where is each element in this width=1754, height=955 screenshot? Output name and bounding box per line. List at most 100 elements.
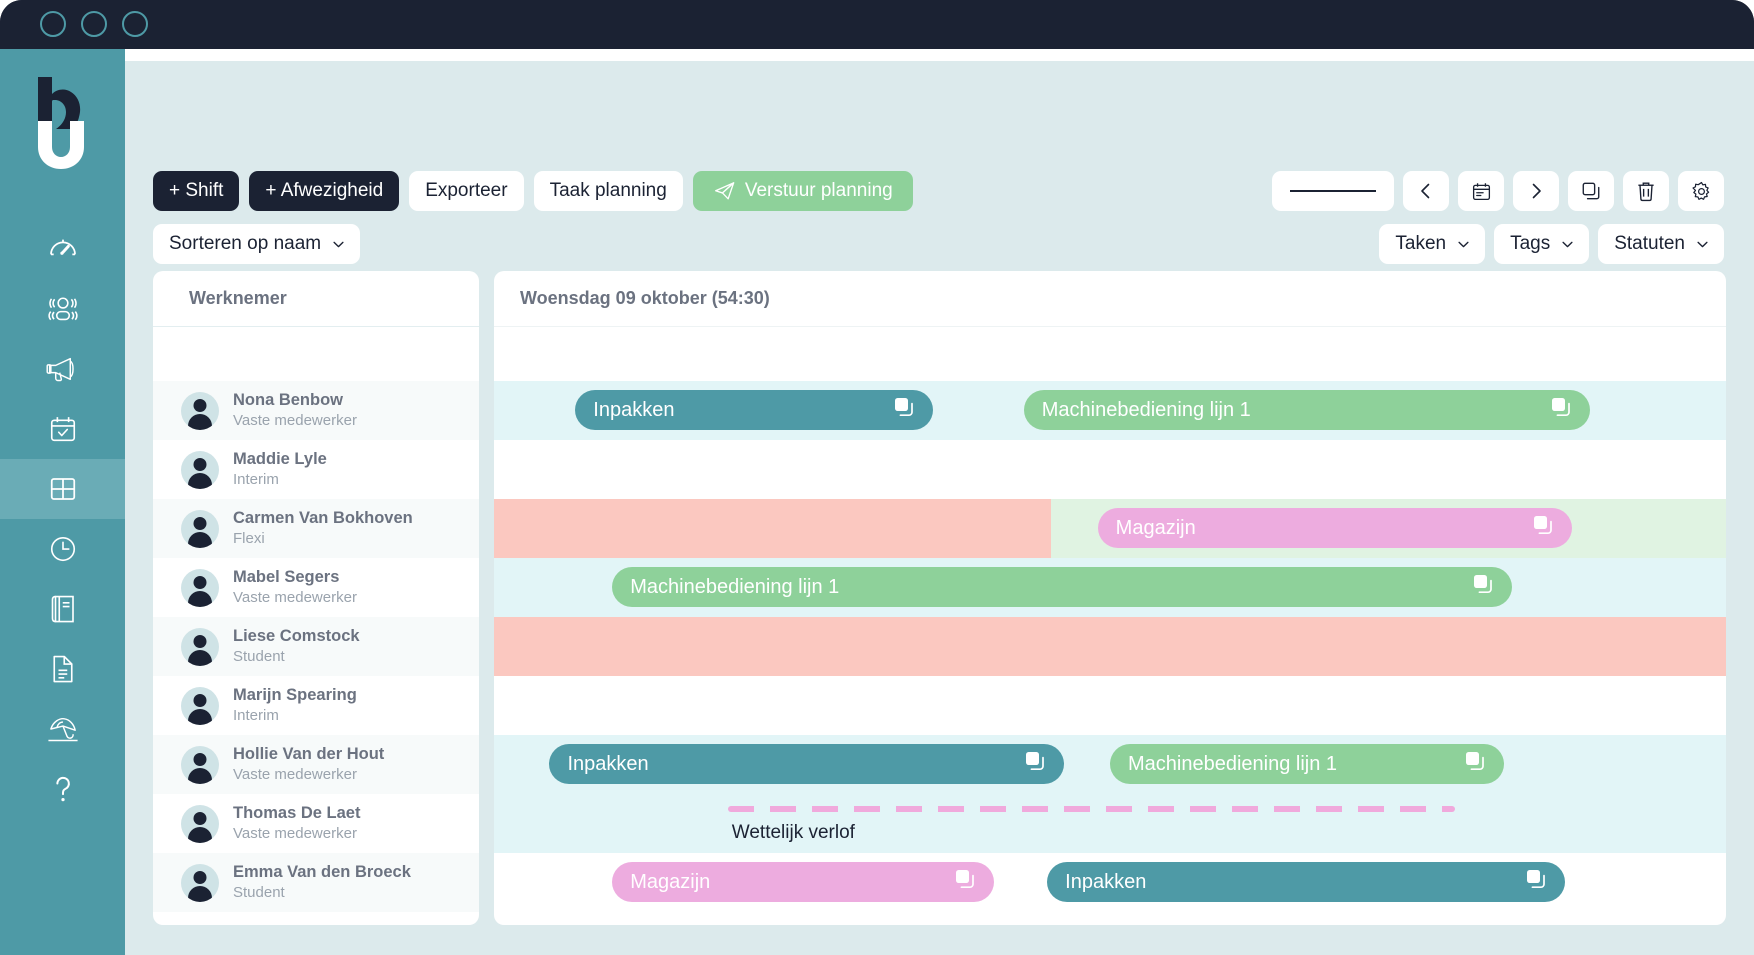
duplicate-button[interactable]: [1568, 171, 1614, 211]
shift-chip[interactable]: Machinebediening lijn 1: [1023, 390, 1591, 430]
copy-icon[interactable]: [954, 868, 976, 890]
task-planning-button[interactable]: Taak planning: [533, 171, 683, 211]
absence-block[interactable]: [494, 499, 1051, 558]
absence-label: Wettelijk verlof: [731, 822, 855, 843]
filter-taken[interactable]: Taken: [1379, 224, 1486, 264]
primary-toolbar: + Shift + Afwezigheid Exporteer Taak pla…: [153, 171, 913, 211]
sidebar-item-help[interactable]: [0, 759, 125, 819]
shift-chip[interactable]: Inpakken: [1047, 862, 1565, 902]
send-planning-button[interactable]: Verstuur planning: [692, 171, 913, 211]
add-absence-button[interactable]: + Afwezigheid: [249, 171, 400, 211]
calendar-picker-button[interactable]: [1458, 171, 1504, 211]
schedule-row[interactable]: [494, 676, 1726, 735]
sidebar-item-time-tracking[interactable]: [0, 519, 125, 579]
employee-role: Student: [233, 884, 285, 902]
sidebar-item-dashboard[interactable]: [0, 219, 125, 279]
employee-name: Hollie Van der Hout: [233, 745, 385, 764]
shift-chip[interactable]: Inpakken: [549, 744, 1065, 784]
schedule-row[interactable]: [494, 440, 1726, 499]
gear-icon: [1691, 181, 1709, 200]
schedule-day-header: Woensdag 09 oktober (54:30): [494, 271, 1726, 327]
employee-role: Flexi: [233, 530, 265, 548]
delete-button[interactable]: [1623, 171, 1669, 211]
schedule-track: [494, 617, 1726, 676]
chevron-down-icon: [1458, 241, 1469, 247]
copy-icon[interactable]: [1024, 750, 1046, 772]
absence-block[interactable]: [494, 617, 1726, 676]
schedule-track: Magazijn: [494, 499, 1726, 558]
schedule-row[interactable]: Machinebediening lijn 1: [494, 558, 1726, 617]
shift-chip[interactable]: Machinebediening lijn 1: [1110, 744, 1505, 784]
copy-icon[interactable]: [1472, 573, 1494, 595]
schedule-row[interactable]: Magazijn Inpakken: [494, 853, 1726, 912]
close-circle-icon[interactable]: [40, 11, 66, 37]
copy-icon[interactable]: [893, 396, 915, 418]
add-shift-button[interactable]: + Shift: [153, 171, 240, 211]
filter-statuten-label: Statuten: [1614, 233, 1685, 254]
planning-content: + Shift + Afwezigheid Exporteer Taak pla…: [125, 61, 1754, 955]
employee-role: Student: [233, 648, 285, 666]
schedule-row[interactable]: Inpakken Machinebediening lijn 1: [494, 735, 1726, 794]
export-button[interactable]: Exporteer: [409, 171, 524, 211]
sidebar-item-employees[interactable]: [0, 279, 125, 339]
employee-panel-spacer: [153, 327, 479, 381]
minimize-circle-icon[interactable]: [81, 11, 107, 37]
schedule-row[interactable]: Magazijn: [494, 499, 1726, 558]
next-period-button[interactable]: [1513, 171, 1559, 211]
sidebar-item-planning[interactable]: [0, 459, 125, 519]
settings-button[interactable]: [1678, 171, 1724, 211]
shift-chip[interactable]: Inpakken: [575, 390, 933, 430]
shift-chip[interactable]: Magazijn: [612, 862, 995, 902]
shift-duplicate-icon[interactable]: [954, 868, 976, 896]
calendar-check-icon: [50, 417, 75, 442]
shift-duplicate-icon[interactable]: [1472, 573, 1494, 601]
shift-duplicate-icon[interactable]: [1464, 750, 1486, 778]
copy-icon[interactable]: [1525, 868, 1547, 890]
sidebar-item-approvals[interactable]: [0, 399, 125, 459]
sidebar-item-handbook[interactable]: [0, 579, 125, 639]
employee-role: Interim: [233, 707, 279, 725]
copy-icon[interactable]: [1464, 750, 1486, 772]
schedule-row[interactable]: Wettelijk verlof: [494, 794, 1726, 853]
maximize-circle-icon[interactable]: [122, 11, 148, 37]
filter-tags-label: Tags: [1510, 233, 1551, 254]
shift-duplicate-icon[interactable]: [1024, 750, 1046, 778]
shift-chip[interactable]: Machinebediening lijn 1: [612, 567, 1512, 607]
avatar: [181, 804, 219, 843]
shift-duplicate-icon[interactable]: [1532, 514, 1554, 542]
shift-duplicate-icon[interactable]: [1550, 396, 1572, 424]
shift-duplicate-icon[interactable]: [893, 396, 915, 424]
prev-period-button[interactable]: [1403, 171, 1449, 211]
shift-chip[interactable]: Magazijn: [1097, 508, 1572, 548]
sidebar-item-announcements[interactable]: [0, 339, 125, 399]
copy-icon[interactable]: [1532, 514, 1554, 536]
schedule-row[interactable]: Inpakken Machinebediening lijn 1: [494, 381, 1726, 440]
sort-select[interactable]: Sorteren op naam: [153, 224, 361, 264]
filter-tags[interactable]: Tags: [1494, 224, 1590, 264]
sidebar-item-documents[interactable]: [0, 639, 125, 699]
shift-duplicate-icon[interactable]: [1525, 868, 1547, 896]
main-area: + Shift + Afwezigheid Exporteer Taak pla…: [125, 49, 1754, 955]
sidebar-item-leave[interactable]: [0, 699, 125, 759]
filter-statuten[interactable]: Statuten: [1598, 224, 1724, 264]
schedule-row[interactable]: [494, 617, 1726, 676]
date-range-button[interactable]: [1272, 171, 1394, 211]
copy-icon: [1582, 182, 1600, 200]
employee-column-header: Werknemer: [153, 271, 479, 327]
schedule-panel-spacer: [494, 327, 1726, 381]
app-logo: [32, 77, 92, 169]
copy-icon[interactable]: [1550, 396, 1572, 418]
